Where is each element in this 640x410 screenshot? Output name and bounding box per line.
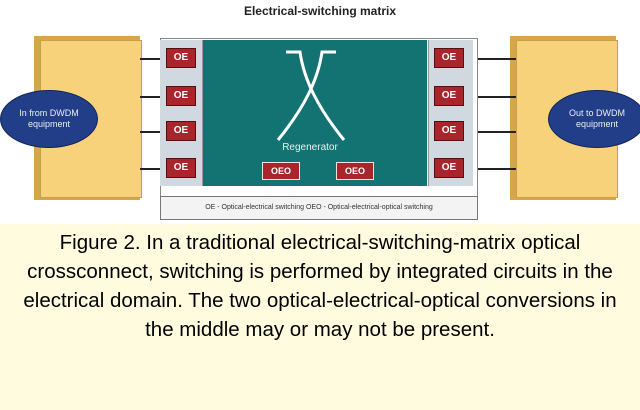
left-equipment-label: In from DWDM equipment (0, 90, 98, 148)
caption-background (0, 224, 640, 410)
fiber-left-2 (140, 96, 162, 98)
left-oe-converter-2: OE (166, 86, 196, 106)
right-oe-converter-3: OE (434, 121, 464, 141)
regenerator-label: Regenerator (282, 142, 338, 153)
figure-caption: Figure 2. In a traditional electrical-sw… (23, 231, 617, 341)
left-oe-converter-4: OE (166, 158, 196, 178)
left-oe-converter-3: OE (166, 121, 196, 141)
fiber-right-2 (474, 96, 516, 98)
fiber-left-1 (140, 58, 162, 60)
right-oe-converter-1: OE (434, 48, 464, 68)
fiber-right-1 (474, 58, 516, 60)
fiber-right-4 (474, 168, 516, 170)
oeo-converter-1: OEO (262, 162, 300, 180)
diagram-title: Electrical-switching matrix (243, 4, 397, 18)
fiber-left-4 (140, 168, 162, 170)
left-oe-converter-1: OE (166, 48, 196, 68)
right-oe-converter-2: OE (434, 86, 464, 106)
fiber-right-3 (474, 131, 516, 133)
right-oe-converter-4: OE (434, 158, 464, 178)
switching-matrix (203, 40, 427, 186)
diagram-legend: OE - Optical-electrical switching OEO - … (160, 196, 478, 220)
fiber-left-3 (140, 131, 162, 133)
right-equipment-label: Out to DWDM equipment (548, 90, 640, 148)
oeo-converter-2: OEO (336, 162, 374, 180)
